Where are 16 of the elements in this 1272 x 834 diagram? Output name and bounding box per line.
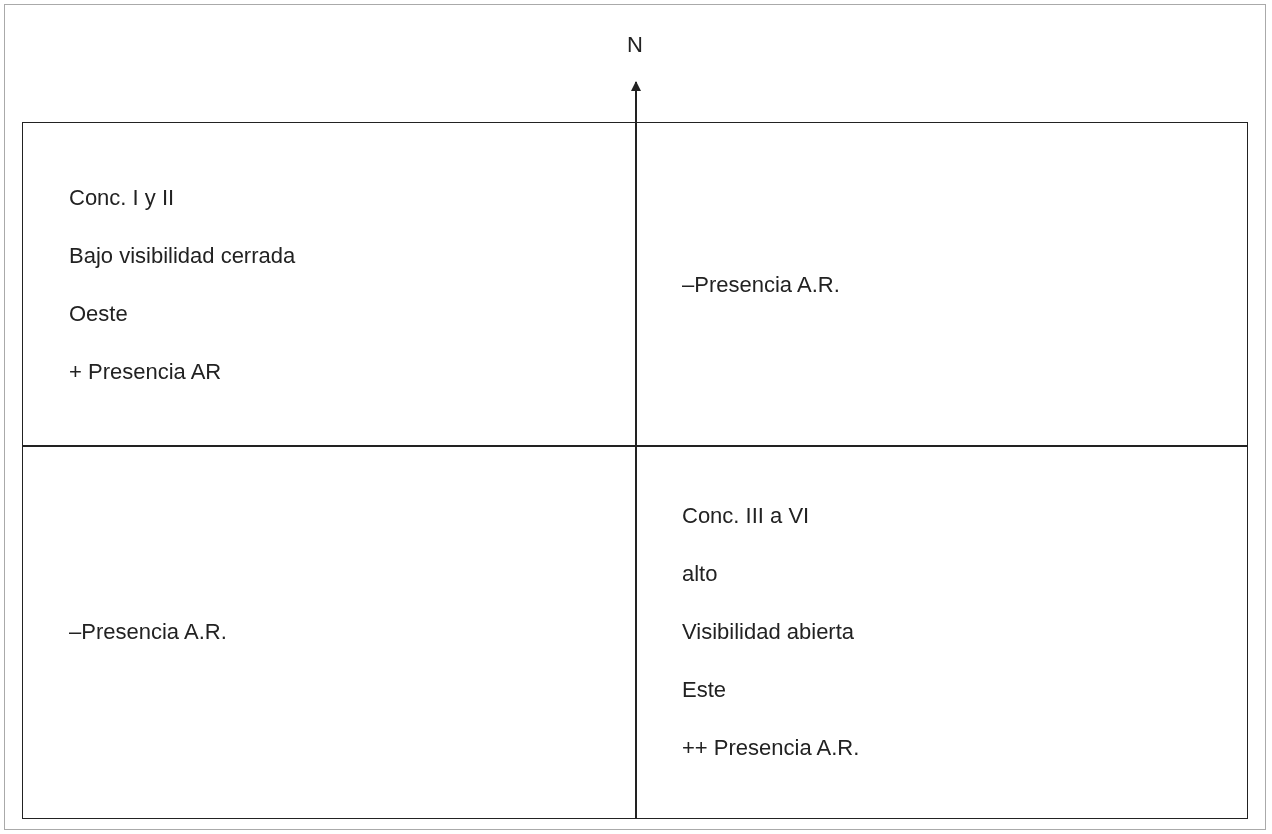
quadrant-cell: [635, 445, 1248, 819]
cell-text: Este: [682, 676, 728, 704]
cell-text: ++ Presencia A.R.: [682, 734, 861, 762]
cell-text: Bajo visibilidad cerrada: [69, 241, 297, 270]
quadrant-cell: [22, 445, 637, 819]
cell-text: Oeste: [69, 299, 129, 328]
quadrant-cell: [22, 122, 637, 447]
cell-text: Conc. III a VI: [682, 502, 811, 530]
cell-text: alto: [682, 560, 719, 588]
cell-text: Conc. I y II: [69, 183, 176, 212]
cell-text: –Presencia A.R.: [682, 270, 841, 299]
quadrant-cell: [635, 122, 1248, 447]
compass-label: N: [627, 32, 643, 58]
cell-text: Visibilidad abierta: [682, 618, 856, 646]
cell-text: + Presencia AR: [69, 357, 223, 386]
cell-text: –Presencia A.R.: [69, 618, 228, 646]
